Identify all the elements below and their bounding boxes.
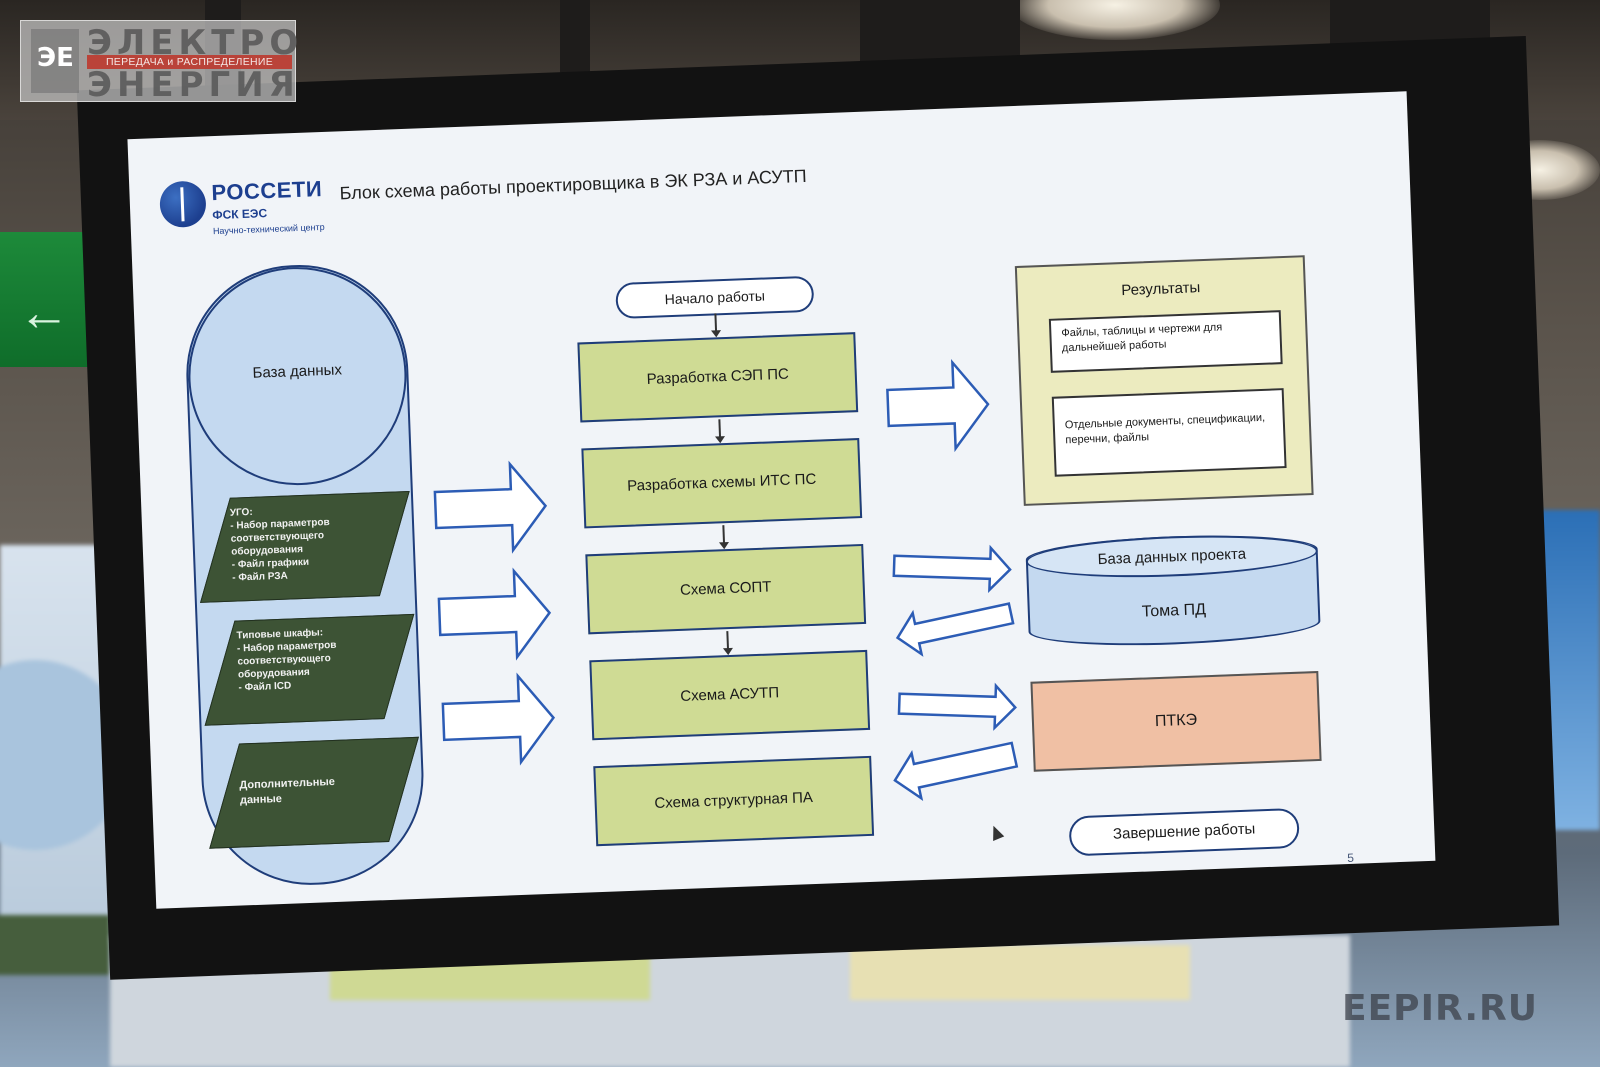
logo-line-2: ПЕРЕДАЧА и РАСПРЕДЕЛЕНИЕ [87, 55, 292, 69]
process-step-label: Схема АСУТП [680, 684, 780, 705]
process-step: Схема СОПТ [585, 543, 867, 635]
electroenergy-logo: ЭЕ ЭЛЕКТРО ЭНЕРГИЯ ПЕРЕДАЧА и РАСПРЕДЕЛЕ… [20, 20, 298, 105]
block-arrow-right [441, 672, 556, 766]
project-database-content: Тома ПД [1141, 601, 1207, 621]
process-step-label: Схема структурная ПА [654, 789, 814, 812]
flow-connector [722, 525, 726, 548]
globe-icon [159, 180, 207, 229]
brand-tagline: Научно-технический центр [212, 221, 325, 237]
project-database: База данных проекта Тома ПД [1025, 530, 1322, 650]
left-arrow-icon: ← [18, 284, 70, 342]
block-arrow-right [892, 544, 1012, 593]
block-arrow-right [897, 682, 1017, 731]
flow-connector [718, 419, 722, 442]
block-arrow-right [433, 460, 548, 554]
block-arrow-right [886, 358, 990, 453]
input-block: Типовые шкафы: - Набор параметров соотве… [204, 613, 415, 726]
process-step-label: Разработка схемы ИТС ПС [626, 470, 817, 495]
flow-connector [714, 313, 718, 336]
flow-connector [726, 631, 730, 654]
block-arrow-left [895, 602, 1015, 657]
process-step: Схема АСУТП [589, 649, 871, 741]
site-watermark: EEPIR.RU [1342, 988, 1538, 1029]
input-block-text: Типовые шкафы: - Набор параметров соотве… [236, 627, 337, 694]
process-step: Разработка СЭП ПС [577, 332, 859, 423]
process-step-label: Схема СОПТ [679, 578, 772, 599]
process-step: Разработка схемы ИТС ПС [581, 438, 863, 529]
input-block-text: Дополнительные данные [239, 775, 336, 807]
logo-mark-text: ЭЕ [37, 43, 74, 73]
results-item: Отдельные документы, спецификации, переч… [1051, 388, 1287, 477]
block-arrow-left [893, 741, 1019, 802]
process-step: Схема структурная ПА [593, 755, 875, 847]
results-item: Файлы, таблицы и чертежи для дальнейшей … [1048, 310, 1283, 373]
input-block: Дополнительные данные [209, 736, 419, 849]
rosseti-logo: РОССЕТИ ФСК ЕЭС Научно-технический центр [159, 171, 342, 258]
slide-title: Блок схема работы проектировщика в ЭК РЗ… [339, 165, 807, 204]
brand-sub: ФСК ЕЭС [212, 206, 268, 223]
logo-mark-icon: ЭЕ [31, 29, 79, 93]
end-node: Завершение работы [1068, 807, 1300, 857]
results-title: Результаты [1121, 279, 1201, 300]
mouse-cursor-icon [987, 823, 1005, 841]
results-block: Результаты Файлы, таблицы и чертежи для … [1014, 255, 1314, 506]
ghost-shape [850, 945, 1190, 1000]
slide: РОССЕТИ ФСК ЕЭС Научно-технический центр… [127, 91, 1436, 909]
block-arrow-right [437, 567, 552, 661]
ghost-shape [0, 915, 110, 975]
logo-line-3: ЭНЕРГИЯ [87, 65, 300, 105]
brand-name: РОССЕТИ [211, 176, 323, 206]
input-block-text: УГО: - Набор параметров соответствующего… [229, 506, 330, 584]
page-number: 5 [1347, 850, 1355, 866]
ptke-block: ПТКЭ [1030, 670, 1322, 772]
process-step-label: Разработка СЭП ПС [646, 365, 790, 388]
input-block: УГО: - Набор параметров соответствующего… [199, 490, 410, 603]
